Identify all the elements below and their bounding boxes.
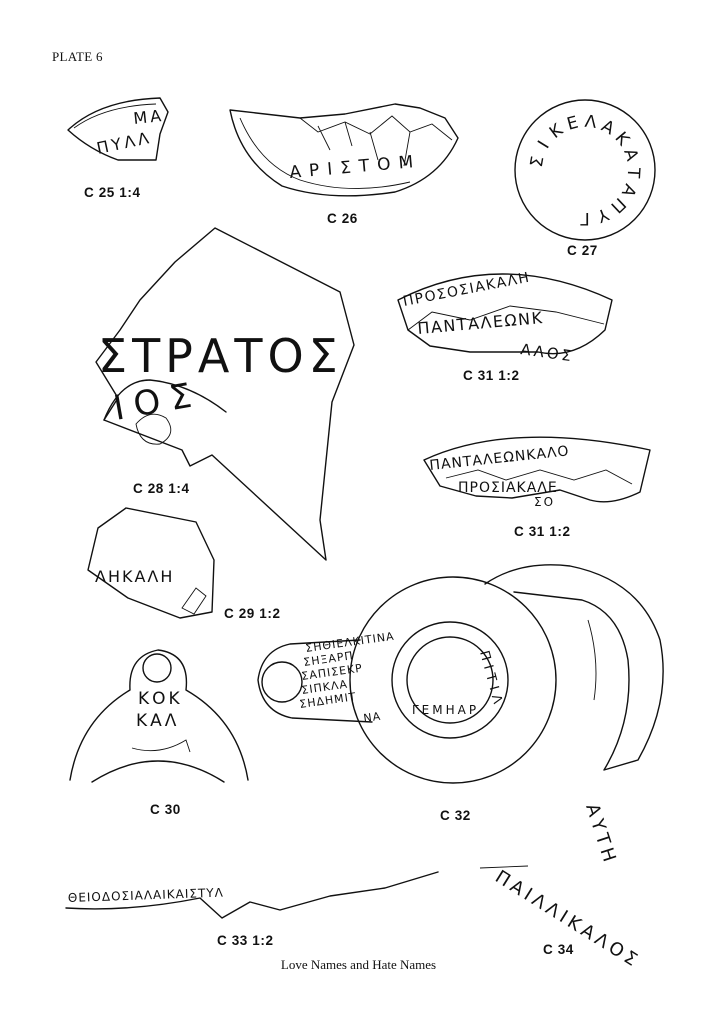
caption-c28: C 28 1:4 [133,481,190,496]
c32-line-6: ΝΑ [363,710,382,725]
c27-letter: Τ [623,166,644,179]
c32-line-4: ΣΙΠΚΛΑ [301,678,349,697]
c27-letter: Ε [565,113,581,135]
c31b-line-1: ΠΑΝΤΑΛΕΩΝΚΑΛΟ [429,443,571,474]
footer-caption: Love Names and Hate Names [280,957,437,972]
c31a-line-3: ΑΛΟΣ [519,340,575,365]
caption-c33: C 33 1:2 [217,933,274,948]
caption-c34: C 34 [543,942,574,957]
sherd-c26: ΑΡΙΣΤΟΜ [229,103,459,197]
sherd-c30: ΚΟΚ ΚΑΛ [69,649,249,783]
c29-inscription: ΛΗΚΑΛΗ [95,567,174,586]
c27-letter: Υ [594,203,613,226]
caption-c29: C 29 1:2 [224,606,281,621]
caption-c32: C 32 [440,808,471,823]
c27-letter: Π [606,193,629,216]
c27-letter: Α [619,146,642,164]
c27-letter: Γ [580,208,590,228]
c27-letter: Κ [546,120,568,143]
sherd-c31a: ΠΡΟΣΟΣΙΑΚΑΛΗ ΠΑΝΤΑΛΕΩΝΚ ΑΛΟΣ [397,270,613,365]
caption-c31b: C 31 1:2 [514,524,571,539]
c25-line-1: ΜΑ [132,106,165,128]
sherd-c29: ΛΗΚΑΛΗ [87,507,215,619]
caption-c31a: C 31 1:2 [463,368,520,383]
c28-line-1: ΣΤΡΑΤΟΣ [98,329,343,383]
caption-c30: C 30 [150,802,181,817]
c27-letter: Λ [584,112,598,133]
sherd-c33: ΘΕΙΟΔΟΣΙΑΛΑΙΚΑΙΣΤΥΛ [65,871,439,919]
caption-c25: C 25 1:4 [84,185,141,200]
c30-line-1: ΚΟΚ [138,689,183,709]
sherd-c31b: ΠΑΝΤΑΛΕΩΝΚΑΛΟ ΠΡΟΣΙΑΚΑΛΕ ΣΟ [423,436,651,509]
lamp-c32 [257,564,664,784]
c31a-line-1: ΠΡΟΣΟΣΙΑΚΑΛΗ [402,270,532,310]
c27-letter: Σ [527,155,549,169]
c32-line-8: ΓΕΜΗΑΡ [412,703,479,717]
sherd-c27 [514,99,656,241]
caption-c26: C 26 [327,211,358,226]
c34-line-2: ΑΥΤΗ [581,801,621,868]
sherd-c25: ΜΑ ΠΥΛΛ [67,97,169,161]
c31b-line-2: ΠΡΟΣΙΑΚΑΛΕ [458,480,558,496]
c33-inscription: ΘΕΙΟΔΟΣΙΑΛΑΙΚΑΙΣΤΥΛ [68,886,224,905]
c32-nozzle-text: ΣΗΘΙΕΛΚΙΤΙΝΑ ΣΗΞΑΡΠ ΣΑΠΙΣΕΚΡ ΣΙΠΚΛΑ ΣΗΔΗ… [299,630,506,725]
c27-letter: Α [598,116,618,139]
c27-letter: Κ [611,128,634,150]
c30-line-2: ΚΑΛ [136,711,179,731]
c32-line-7: ΠΙΤΙΛ [476,649,506,710]
caption-c27: C 27 [567,243,598,258]
c27-letter: Ι [534,137,554,152]
c25-line-2: ΠΥΛΛ [95,128,153,158]
c31b-line-3: ΣΟ [534,495,555,509]
c26-inscription: ΑΡΙΣΤΟΜ [289,152,422,183]
plate-title: PLATE 6 [52,49,103,64]
